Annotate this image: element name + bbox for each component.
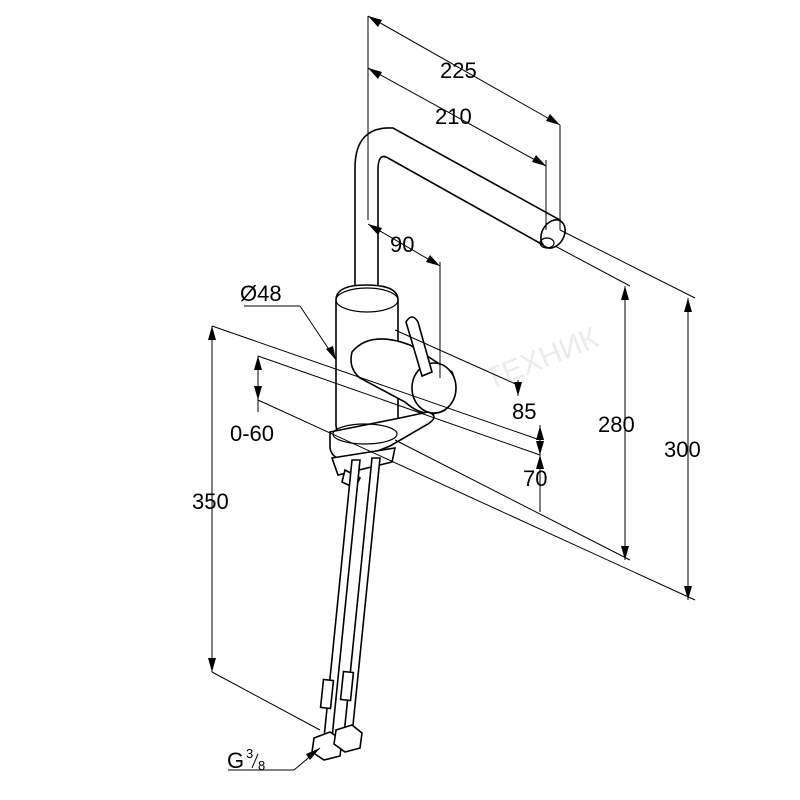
- label-90: 90: [390, 232, 414, 257]
- hex-nut-right: [333, 724, 363, 753]
- label-thread-prefix: G: [227, 748, 244, 773]
- label-thread-num: 3: [246, 746, 253, 761]
- label-0-60: 0-60: [230, 421, 274, 446]
- label-225: 225: [440, 58, 477, 83]
- dimension-lines: [208, 15, 696, 771]
- dim-line-225: [367, 15, 561, 126]
- label-300: 300: [664, 437, 701, 462]
- lever-cap: [411, 362, 457, 414]
- label-350: 350: [192, 489, 229, 514]
- dim-line-210: [367, 67, 547, 167]
- hose-coupling-left: [319, 678, 335, 710]
- body-top: [335, 287, 399, 313]
- label-280: 280: [598, 412, 635, 437]
- label-210: 210: [435, 104, 472, 129]
- hose-coupling-right: [339, 670, 355, 702]
- watermark-text: ТЕХНИК: [480, 321, 603, 396]
- label-85: 85: [512, 399, 536, 424]
- faucet: [311, 127, 566, 761]
- lever-handle: [405, 316, 433, 378]
- base-plate: [329, 411, 435, 463]
- mounting-bracket: [330, 447, 397, 476]
- label-70: 70: [523, 466, 547, 491]
- aerator: [539, 237, 555, 249]
- label-48: Ø48: [240, 281, 282, 306]
- spout: [354, 127, 562, 301]
- label-thread-den: 8: [258, 758, 265, 773]
- dimension-labels: 225 210 90 Ø48 0-60 350 85 70 280 300 G …: [192, 58, 701, 773]
